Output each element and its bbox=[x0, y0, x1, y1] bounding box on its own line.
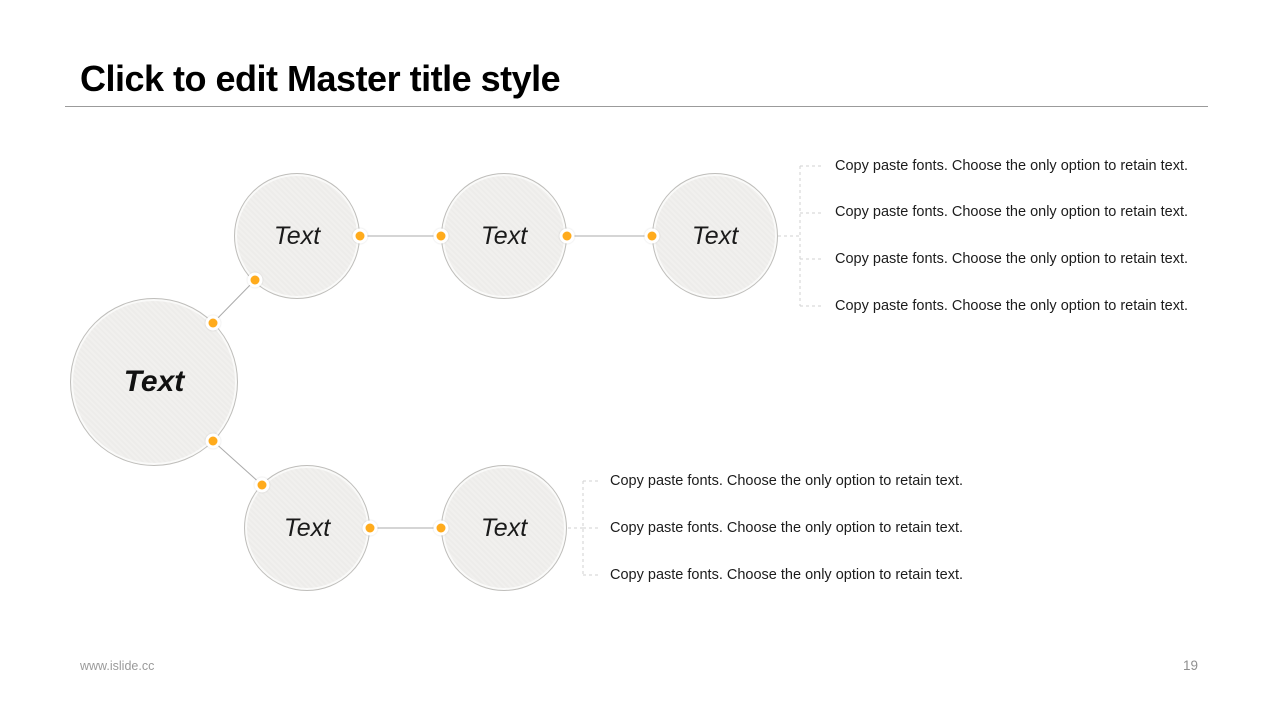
top-annotation-line-2[interactable]: Copy paste fonts. Choose the only option… bbox=[835, 204, 1189, 220]
footer-website-url: www.islide.cc bbox=[80, 659, 155, 673]
top-annotation-bracket bbox=[778, 165, 821, 307]
connector-dot bbox=[562, 231, 572, 241]
slide-title[interactable]: Click to edit Master title style bbox=[80, 58, 561, 99]
bottom-annotation-bracket bbox=[568, 480, 600, 576]
bottom-node-2-label: Text bbox=[480, 513, 528, 542]
bottom-annotation-line-1[interactable]: Copy paste fonts. Choose the only option… bbox=[610, 473, 964, 489]
connector-dot bbox=[647, 231, 657, 241]
top-annotation-line-3[interactable]: Copy paste fonts. Choose the only option… bbox=[835, 251, 1189, 267]
top-node-3-label: Text bbox=[691, 221, 739, 250]
center-node-label: Text bbox=[123, 365, 185, 398]
connector-dot bbox=[208, 318, 218, 328]
bottom-node-2-circle[interactable]: Text bbox=[441, 465, 567, 591]
connector-dot bbox=[257, 480, 267, 490]
top-node-2-circle[interactable]: Text bbox=[441, 173, 567, 299]
bottom-node-1-circle[interactable]: Text bbox=[244, 465, 370, 591]
connector-center-to-top1 bbox=[212, 279, 256, 324]
connector-dot bbox=[365, 523, 375, 533]
top-node-1-label: Text bbox=[273, 221, 321, 250]
top-annotation-line-1[interactable]: Copy paste fonts. Choose the only option… bbox=[835, 158, 1189, 174]
bottom-annotation-line-3[interactable]: Copy paste fonts. Choose the only option… bbox=[610, 567, 964, 583]
top-node-2-label: Text bbox=[480, 221, 528, 250]
connector-dot bbox=[436, 231, 446, 241]
title-divider-line bbox=[65, 106, 1208, 107]
connector-dot bbox=[250, 275, 260, 285]
bottom-node-1-label: Text bbox=[283, 513, 331, 542]
connector-dot bbox=[355, 231, 365, 241]
top-node-3-circle[interactable]: Text bbox=[652, 173, 778, 299]
connector-center-to-bottom1 bbox=[212, 440, 263, 486]
connector-dot bbox=[208, 436, 218, 446]
page-number: 19 bbox=[1183, 658, 1199, 673]
bottom-annotation-line-2[interactable]: Copy paste fonts. Choose the only option… bbox=[610, 520, 964, 536]
connector-dot bbox=[436, 523, 446, 533]
top-annotation-line-4[interactable]: Copy paste fonts. Choose the only option… bbox=[835, 298, 1189, 314]
